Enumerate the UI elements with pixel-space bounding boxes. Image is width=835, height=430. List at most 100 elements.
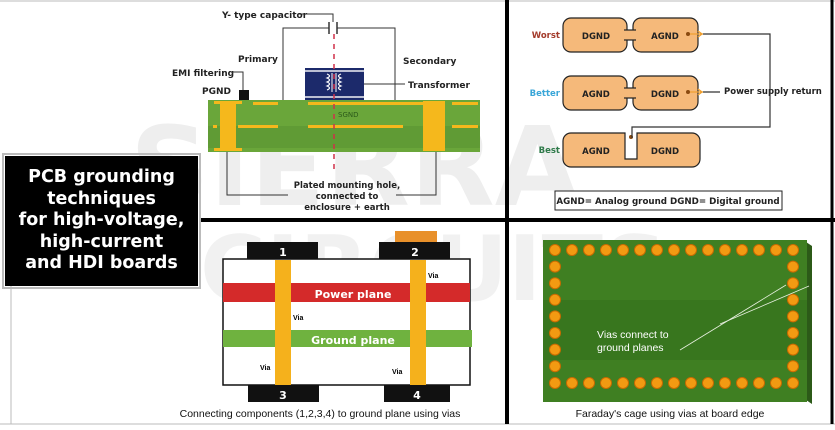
via-label: Via bbox=[293, 315, 303, 322]
via bbox=[549, 244, 561, 256]
component-1-label: 1 bbox=[279, 246, 287, 259]
via bbox=[753, 244, 765, 256]
faraday-annotation-2: ground planes bbox=[597, 342, 664, 354]
via bbox=[651, 244, 663, 256]
via bbox=[651, 377, 663, 389]
rank-label: Best bbox=[539, 146, 560, 156]
via bbox=[719, 244, 731, 256]
via-stackup-diagram: 1 2 Power plane Ground plane Via Via Via… bbox=[180, 231, 472, 420]
title-line: for high-voltage, bbox=[18, 210, 185, 231]
via bbox=[787, 244, 799, 256]
via bbox=[753, 377, 765, 389]
component-3 bbox=[248, 385, 319, 402]
via bbox=[702, 244, 714, 256]
via bbox=[668, 244, 680, 256]
via bbox=[583, 244, 595, 256]
via bbox=[787, 343, 799, 356]
via bbox=[787, 327, 799, 339]
arrow-icon bbox=[690, 30, 704, 38]
title-line: and HDI boards bbox=[25, 253, 178, 274]
rank-label: Worst bbox=[532, 31, 560, 41]
mounting-hole-label-1: Plated mounting hole, bbox=[294, 181, 400, 191]
ground-plane-label: Ground plane bbox=[311, 334, 395, 347]
via-label: Via bbox=[260, 365, 270, 372]
title-line: PCB grounding bbox=[28, 167, 175, 188]
pgnd-label: PGND bbox=[202, 87, 231, 97]
mounting-hole-label-3: enclosure + earth bbox=[304, 203, 390, 213]
component-2-cap bbox=[395, 231, 437, 243]
right-region-label: AGND bbox=[651, 32, 679, 42]
via bbox=[600, 377, 612, 389]
legend-box bbox=[554, 190, 783, 211]
via-1 bbox=[275, 260, 291, 385]
via bbox=[736, 377, 748, 389]
via bbox=[685, 377, 697, 389]
ground-bridge bbox=[624, 30, 636, 40]
plated-mounting-hole bbox=[423, 101, 445, 151]
via bbox=[617, 244, 629, 256]
via-stackup-caption: Connecting components (1,2,3,4) to groun… bbox=[180, 408, 461, 420]
primary-label: Primary bbox=[238, 55, 278, 65]
mounting-hole-label-2: connected to bbox=[316, 192, 379, 202]
return-wire bbox=[631, 33, 771, 138]
sgnd-label: SGND bbox=[338, 111, 359, 119]
title-box: PCB grounding techniques for high-voltag… bbox=[2, 153, 201, 289]
right-region-label: DGND bbox=[651, 147, 679, 157]
title-line: techniques bbox=[47, 188, 156, 209]
via bbox=[787, 377, 799, 389]
ground-bridge bbox=[624, 88, 636, 98]
via bbox=[634, 377, 646, 389]
via-2 bbox=[410, 260, 426, 385]
faraday-board bbox=[543, 240, 807, 402]
via bbox=[549, 293, 561, 306]
component-1 bbox=[247, 242, 318, 259]
via bbox=[719, 377, 731, 389]
via bbox=[617, 377, 629, 389]
via bbox=[770, 244, 782, 256]
via bbox=[566, 244, 578, 256]
via bbox=[787, 260, 799, 273]
via bbox=[668, 377, 680, 389]
connection-dot bbox=[686, 32, 690, 36]
via bbox=[685, 244, 697, 256]
via bbox=[566, 377, 578, 389]
via-label: Via bbox=[392, 369, 402, 376]
edge-vias bbox=[549, 244, 799, 389]
via bbox=[634, 244, 646, 256]
ground-row-worst: Worst DGND AGND bbox=[532, 17, 704, 53]
via bbox=[583, 377, 595, 389]
via bbox=[600, 244, 612, 256]
power-plane-label: Power plane bbox=[315, 288, 392, 301]
arrow-icon bbox=[690, 88, 704, 96]
legend-text: AGND= Analog ground DGND= Digital ground bbox=[556, 197, 779, 207]
faraday-caption: Faraday's cage using vias at board edge bbox=[576, 408, 765, 420]
via bbox=[549, 377, 561, 389]
transformer-coil-icon bbox=[325, 73, 343, 91]
via bbox=[770, 377, 782, 389]
rank-label: Better bbox=[530, 89, 561, 99]
isolation-diagram: Y- type capacitor Primary Secondary EMI … bbox=[172, 11, 480, 213]
emi-filter-component bbox=[239, 90, 249, 100]
left-region-label: AGND bbox=[582, 147, 610, 157]
secondary-label: Secondary bbox=[403, 57, 456, 67]
component-2 bbox=[379, 242, 450, 259]
via bbox=[787, 293, 799, 306]
ground-region-merged bbox=[562, 132, 701, 168]
left-region-label: DGND bbox=[582, 32, 610, 42]
component-3-label: 3 bbox=[279, 389, 287, 402]
component-2-label: 2 bbox=[411, 246, 419, 259]
ground-row-best: Best AGND DGND bbox=[539, 132, 701, 168]
power-supply-return-label: Power supply return bbox=[724, 87, 822, 97]
component-4 bbox=[384, 385, 450, 402]
via bbox=[549, 310, 561, 323]
y-capacitor-label: Y- type capacitor bbox=[221, 11, 308, 21]
via bbox=[736, 244, 748, 256]
via bbox=[549, 343, 561, 356]
via bbox=[549, 260, 561, 273]
component-4-label: 4 bbox=[413, 389, 421, 402]
via bbox=[549, 327, 561, 339]
